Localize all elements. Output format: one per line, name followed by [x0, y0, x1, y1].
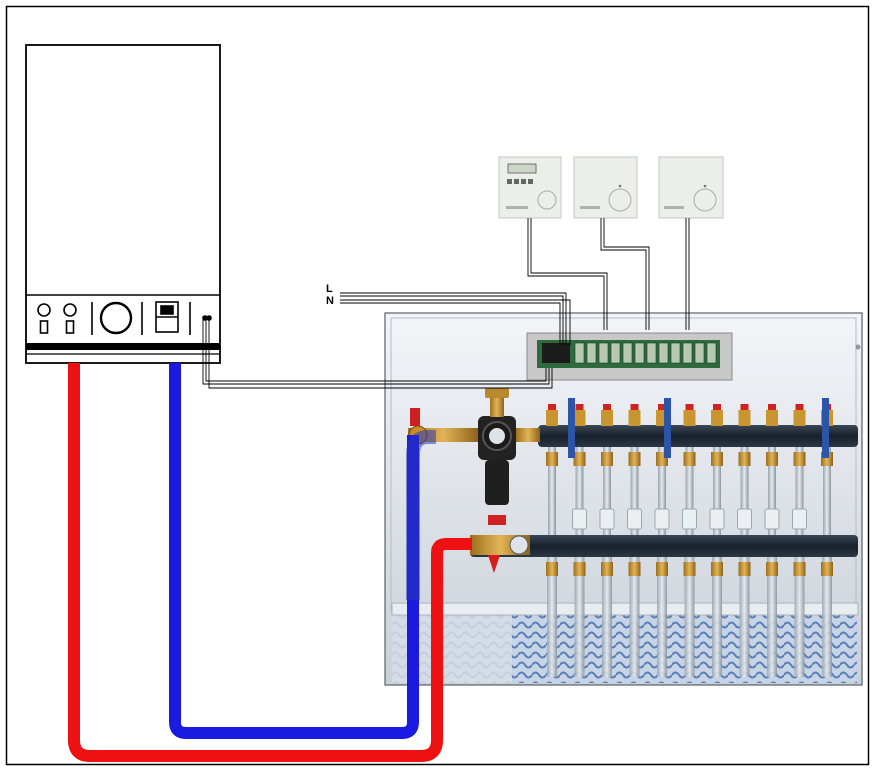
terminal-icon: [203, 316, 211, 320]
manifold-shelf: [392, 603, 858, 615]
room-thermostat-icon: [574, 157, 637, 218]
valve-fitting: [574, 410, 586, 426]
flow-meter: [738, 509, 752, 529]
terminal-block: [587, 343, 596, 363]
valve-fitting: [739, 410, 751, 426]
brass-fitting: [766, 562, 778, 576]
mounting-bracket: [568, 398, 575, 458]
underfloor-heating-manifold-icon: [385, 313, 862, 685]
valve-cap: [576, 404, 584, 410]
brass-fitting: [546, 452, 558, 466]
room-thermostat-icon: [659, 157, 723, 218]
brass-fitting: [766, 452, 778, 466]
mounting-bracket: [822, 398, 829, 458]
room-thermostat-icon: [499, 157, 561, 218]
flow-meter: [710, 509, 724, 529]
flow-meter: [655, 509, 669, 529]
brass-fitting: [711, 452, 723, 466]
brass-fitting: [794, 452, 806, 466]
mounting-bracket: [664, 398, 671, 458]
valve-fitting: [601, 410, 613, 426]
terminal-block: [575, 343, 584, 363]
terminal-block: [623, 343, 632, 363]
terminal-block: [659, 343, 668, 363]
terminal-block: [599, 343, 608, 363]
valve-cap: [548, 404, 556, 410]
flow-meter: [628, 509, 642, 529]
valve-cap: [631, 404, 639, 410]
boiler-base-strip: [26, 343, 220, 350]
terminal-block: [683, 343, 692, 363]
neutral-label: N: [326, 295, 334, 307]
valve-cap: [686, 404, 694, 410]
flow-meter: [600, 509, 614, 529]
valve-fitting: [684, 410, 696, 426]
brass-fitting: [739, 452, 751, 466]
brass-fitting: [794, 562, 806, 576]
brass-fitting: [821, 562, 833, 576]
brass-fitting: [629, 452, 641, 466]
brass-fitting: [546, 562, 558, 576]
boiler-icon: [26, 45, 220, 363]
brass-fitting: [601, 452, 613, 466]
live-label: L: [326, 283, 333, 295]
wiring-center: [527, 333, 732, 380]
flow-meter: [793, 509, 807, 529]
brass-fitting: [574, 562, 586, 576]
brass-fitting: [684, 452, 696, 466]
brass-fitting: [601, 562, 613, 576]
brass-fitting: [684, 562, 696, 576]
terminal-block: [707, 343, 716, 363]
terminal-block: [635, 343, 644, 363]
terminal-block: [611, 343, 620, 363]
flow-manifold-bar: [538, 425, 858, 447]
brass-fitting: [711, 562, 723, 576]
valve-cap: [768, 404, 776, 410]
brass-fitting: [656, 562, 668, 576]
valve-cap: [713, 404, 721, 410]
flow-meter: [765, 509, 779, 529]
terminal-block: [671, 343, 680, 363]
brass-fitting: [574, 452, 586, 466]
flow-meter: [683, 509, 697, 529]
valve-fitting: [794, 410, 806, 426]
valve-cap: [603, 404, 611, 410]
valve-fitting: [629, 410, 641, 426]
boiler-casing: [26, 45, 220, 363]
valve-cap: [741, 404, 749, 410]
valve-fitting: [546, 410, 558, 426]
valve-cap: [796, 404, 804, 410]
valve-fitting: [711, 410, 723, 426]
valve-fitting: [766, 410, 778, 426]
flow-meter: [573, 509, 587, 529]
terminal-block: [695, 343, 704, 363]
terminal-block: [647, 343, 656, 363]
brass-fitting: [739, 562, 751, 576]
brass-fitting: [629, 562, 641, 576]
thermostat-group: [499, 157, 723, 218]
